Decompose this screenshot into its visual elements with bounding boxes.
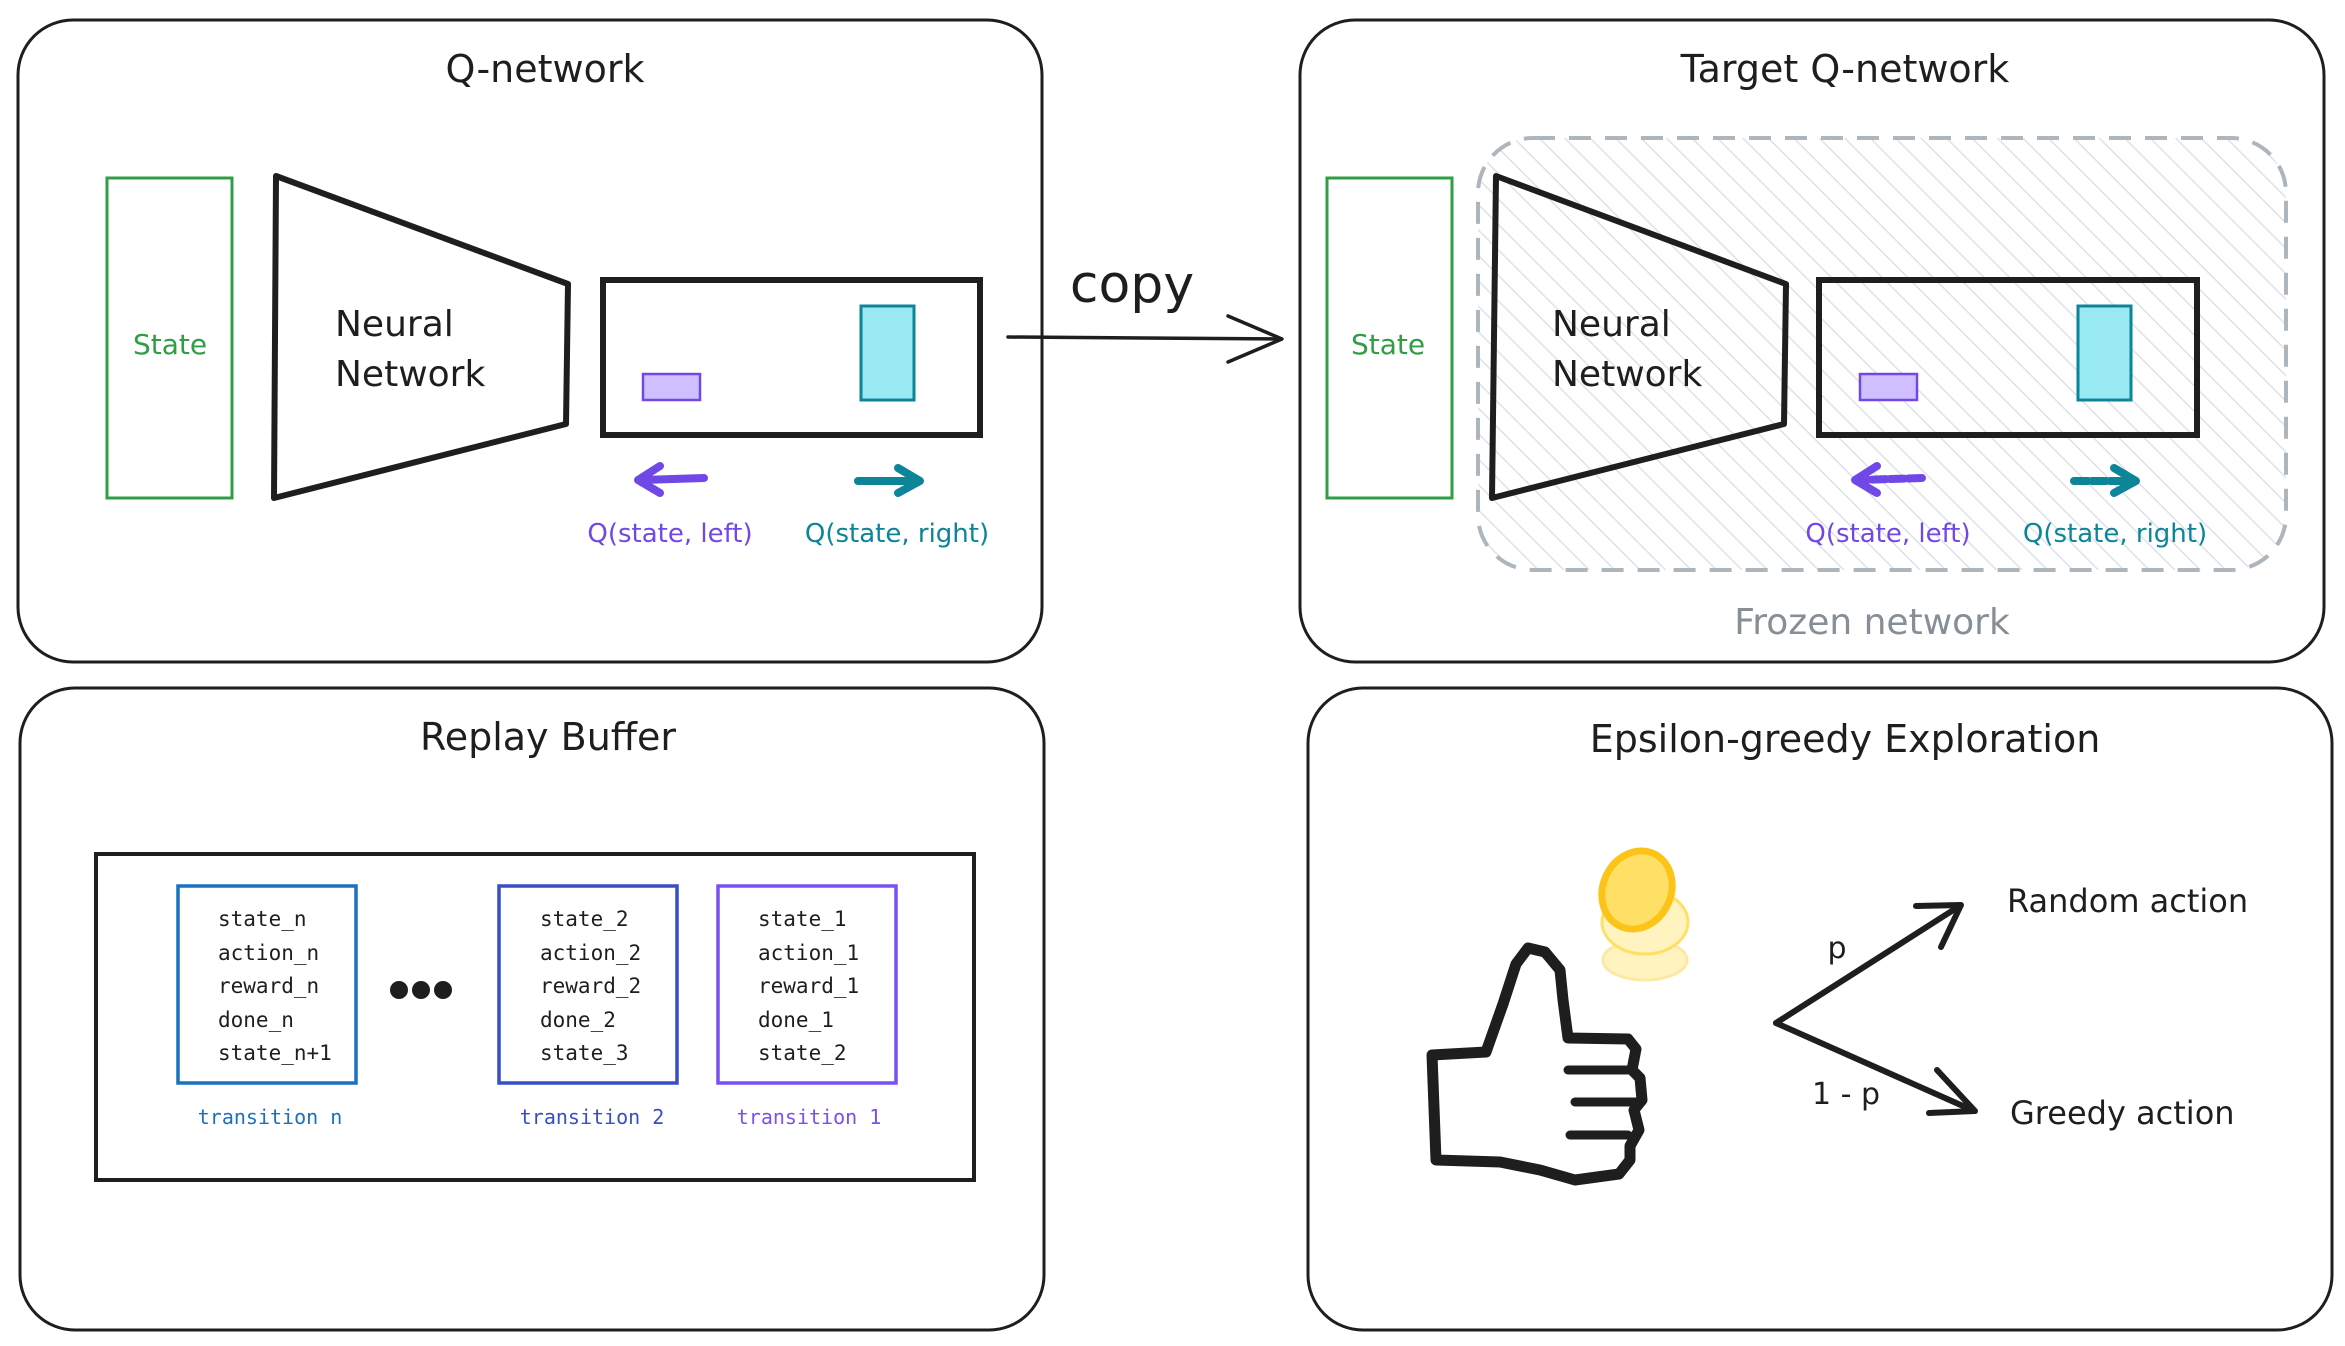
thumbs-up-icon <box>1426 942 1648 1186</box>
copy-arrow-icon <box>1006 314 1284 364</box>
transition-label: transition 1 <box>737 1105 882 1129</box>
q-left-bar <box>641 372 702 402</box>
one-minus-p-label: 1 - p <box>1812 1077 1880 1112</box>
target-network-panel: Target Q-network Frozen network State Ne… <box>1298 18 2326 664</box>
transition-field: state_2 <box>758 1041 847 1065</box>
buffer-container <box>94 852 976 1182</box>
transition-field: done_1 <box>758 1008 834 1032</box>
coin-icon <box>1598 847 1690 982</box>
frozen-label: Frozen network <box>1734 602 2010 643</box>
epsilon-greedy-title: Epsilon-greedy Exploration <box>1590 717 2101 761</box>
transition-field: state_n+1 <box>218 1041 332 1065</box>
p-label: p <box>1827 931 1846 966</box>
transition-field: action_1 <box>758 941 859 965</box>
transition-field: state_n <box>218 907 307 931</box>
q-right-label: Q(state, right) <box>805 519 989 549</box>
greedy-action-label: Greedy action <box>2010 1094 2235 1132</box>
transition-card: state_2 action_2 reward_2 done_2 state_3… <box>497 884 679 1129</box>
target-state-label: State <box>1351 328 1425 361</box>
branch-arrows-icon <box>1773 902 1978 1116</box>
transition-field: done_2 <box>540 1008 616 1032</box>
target-q-left-label: Q(state, left) <box>1805 519 1970 549</box>
transition-card: state_1 action_1 reward_1 done_1 state_2… <box>716 884 898 1129</box>
transition-label: transition n <box>198 1105 343 1129</box>
q-network-title: Q-network <box>446 47 645 91</box>
transition-field: action_2 <box>540 941 641 965</box>
transition-field: reward_2 <box>540 974 641 998</box>
target-q-right-label: Q(state, right) <box>2023 519 2207 549</box>
q-network-panel: Q-network State Neural Network Q(state, … <box>16 18 1044 664</box>
replay-buffer-title: Replay Buffer <box>420 715 676 759</box>
nn-label-line2: Network <box>335 354 485 395</box>
target-q-left-bar <box>1858 372 1919 402</box>
target-nn-label-line2: Network <box>1552 354 1702 395</box>
transition-field: done_n <box>218 1008 294 1032</box>
transition-card: state_n action_n reward_n done_n state_n… <box>176 884 358 1129</box>
transition-field: reward_n <box>218 974 319 998</box>
neural-network-shape <box>271 173 571 501</box>
transition-label: transition 2 <box>520 1105 665 1129</box>
state-box <box>105 176 234 500</box>
nn-label-line1: Neural <box>335 304 454 345</box>
target-output-layer-box <box>1816 277 2200 438</box>
transition-field: reward_1 <box>758 974 859 998</box>
target-state-box <box>1325 176 1454 500</box>
transition-field: state_2 <box>540 907 629 931</box>
target-network-title: Target Q-network <box>1680 47 2010 91</box>
epsilon-greedy-panel: Epsilon-greedy Exploration p 1 - p Rando… <box>1306 686 2334 1332</box>
left-arrow-icon <box>634 462 708 497</box>
q-right-bar <box>859 304 916 402</box>
right-arrow-icon <box>854 464 924 497</box>
ellipsis-icon <box>390 981 452 999</box>
target-q-right-bar <box>2076 304 2133 402</box>
copy-label: copy <box>1070 255 1194 315</box>
transition-field: action_n <box>218 941 319 965</box>
q-left-label: Q(state, left) <box>587 519 752 549</box>
target-nn-label-line1: Neural <box>1552 304 1671 345</box>
target-left-arrow-icon <box>1851 462 1926 497</box>
target-right-arrow-icon <box>2070 464 2140 497</box>
random-action-label: Random action <box>2007 882 2248 920</box>
replay-buffer-panel: Replay Buffer state_n action_n reward_n … <box>18 686 1046 1332</box>
transition-field: state_3 <box>540 1041 629 1065</box>
target-neural-network-shape <box>1489 173 1789 501</box>
transition-field: state_1 <box>758 907 847 931</box>
state-label: State <box>133 328 207 361</box>
output-layer-box <box>600 277 983 438</box>
